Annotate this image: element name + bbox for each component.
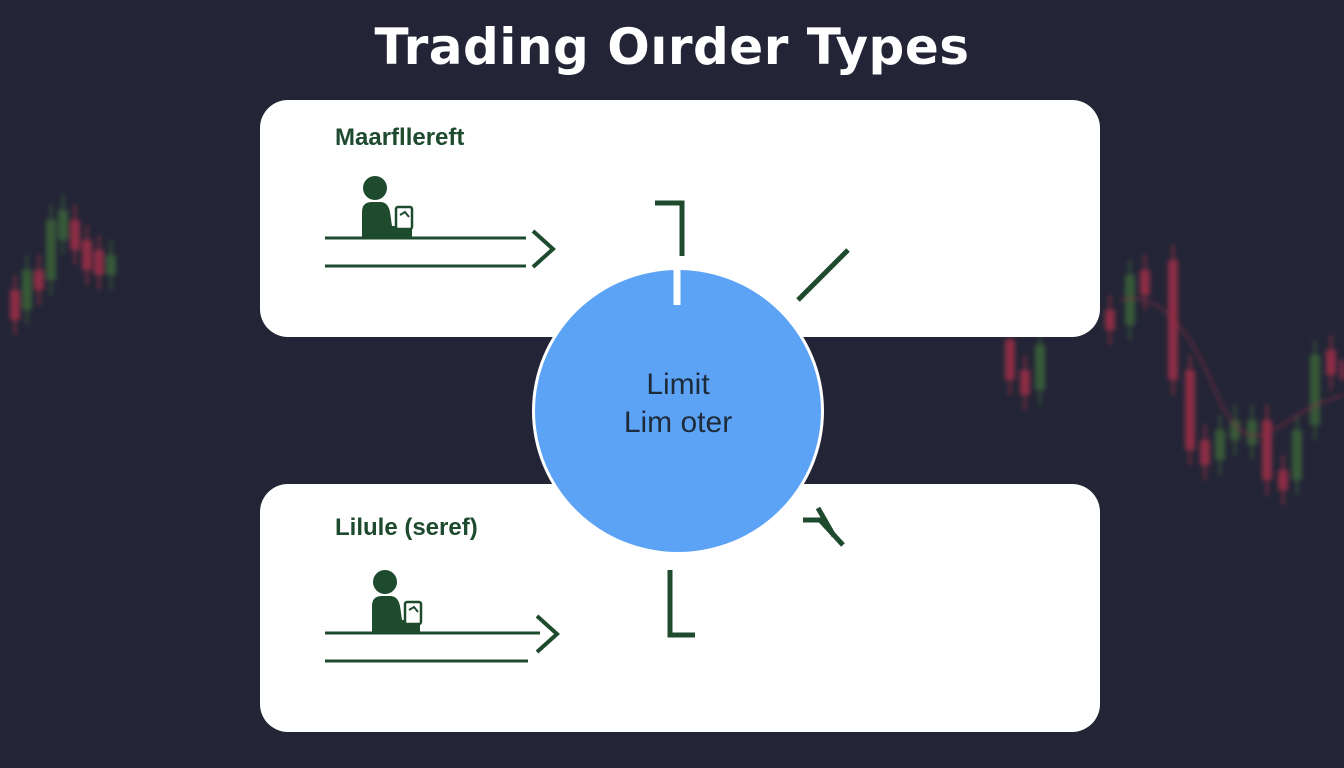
background-candle	[10, 290, 20, 320]
trader-at-tablet-icon	[372, 570, 423, 632]
tick-mark-top	[655, 200, 685, 256]
background-candle	[1185, 370, 1195, 450]
background-candle	[1105, 310, 1115, 330]
background-candle	[82, 240, 92, 270]
circle-line-2: Lim oter	[623, 406, 733, 439]
background-candle	[1340, 360, 1344, 380]
background-trend-line	[1119, 297, 1344, 437]
background-candle	[1200, 440, 1210, 465]
market-order-arrow	[325, 229, 556, 269]
tick-mark-upper-right	[796, 248, 850, 302]
limit-order-arrow	[325, 614, 560, 663]
limit-order-circle	[532, 267, 824, 555]
tick-mark-lower-right-stem	[815, 506, 837, 538]
background-candle	[1140, 270, 1150, 295]
circle-line-1: Limit	[646, 368, 710, 401]
background-candle	[1262, 420, 1272, 480]
background-candle	[1005, 340, 1015, 380]
background-candle	[1215, 430, 1225, 460]
background-candle	[94, 250, 104, 275]
background-candle	[70, 220, 80, 250]
background-candle	[1292, 430, 1302, 480]
market-order-label: Maarfllereft	[335, 124, 465, 151]
page-title: Trading Oırder Types	[374, 18, 970, 76]
background-candle	[1035, 345, 1045, 390]
background-candle	[1020, 370, 1030, 395]
background-candle	[1278, 470, 1288, 490]
background-candle	[58, 210, 68, 240]
background-candle	[1310, 355, 1320, 425]
background-candle	[22, 270, 32, 310]
trader-at-tablet-icon	[362, 176, 414, 238]
tick-mark-bottom	[667, 570, 695, 638]
background-candle	[46, 220, 56, 280]
background-candle	[1326, 350, 1336, 375]
background-candle	[34, 270, 44, 290]
background-candle	[106, 255, 116, 275]
background-candle	[1125, 275, 1135, 325]
background-candle	[1247, 420, 1257, 445]
tick-mark-lower-right	[803, 517, 845, 547]
limit-order-label: Lilule (seref)	[335, 514, 478, 541]
background-candle	[1230, 420, 1240, 440]
